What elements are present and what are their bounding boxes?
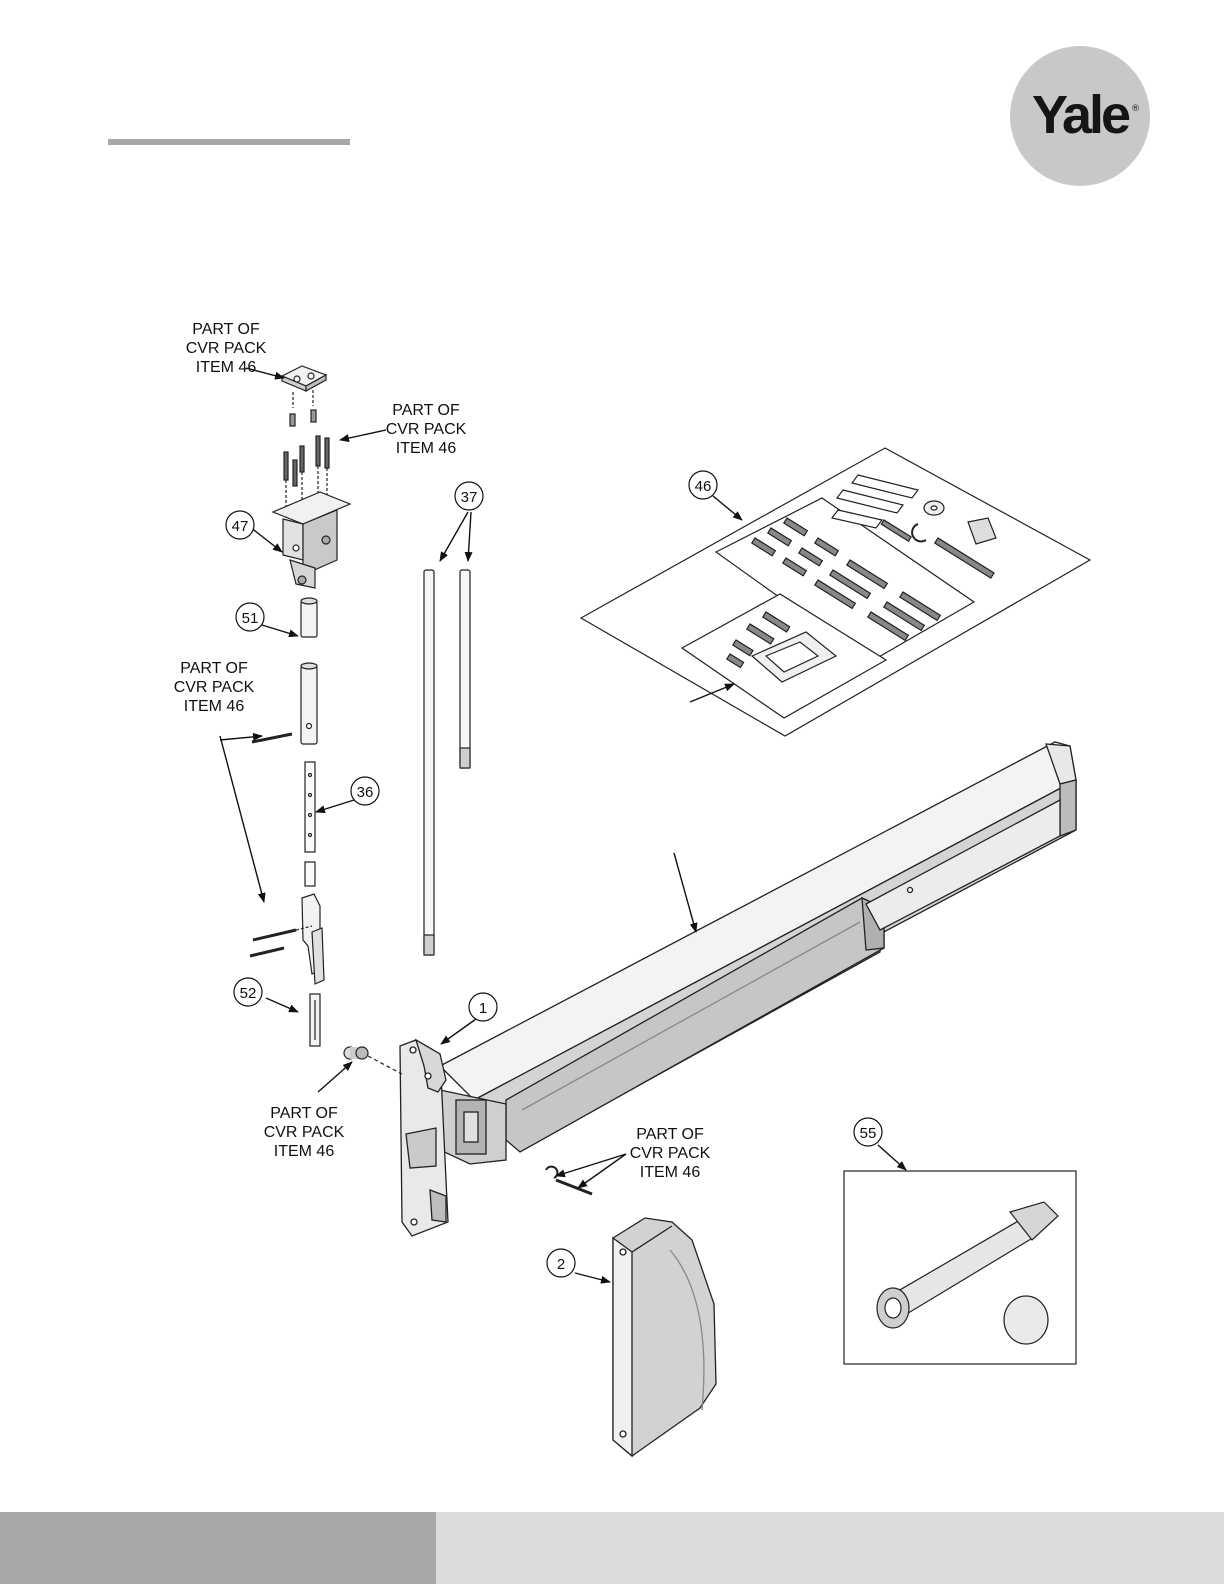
note-line-1: PART OF [270, 1105, 338, 1122]
callout-2: 2 [547, 1249, 575, 1277]
note-line-3: ITEM 46 [274, 1143, 335, 1160]
note-line-1: PART OF [192, 321, 260, 338]
note-line-3: ITEM 46 [640, 1164, 701, 1181]
callout-52: 52 [234, 978, 262, 1006]
callout-47: 47 [226, 511, 254, 539]
note-line-2: CVR PACK [264, 1124, 345, 1141]
note-line-2: CVR PACK [186, 340, 267, 357]
end-cap [613, 1218, 716, 1456]
callout-1: 1 [469, 993, 497, 1021]
callout-37-label: 37 [461, 489, 478, 506]
note-line-3: ITEM 46 [196, 359, 257, 376]
end-cap-screw [546, 1167, 592, 1194]
note-top-right: PART OF CVR PACK ITEM 46 [386, 402, 467, 457]
note-line-2: CVR PACK [630, 1145, 711, 1162]
note-top-left: PART OF CVR PACK ITEM 46 [186, 321, 267, 376]
callout-55: 55 [854, 1118, 882, 1146]
note-bottom-right: PART OF CVR PACK ITEM 46 [630, 1126, 711, 1181]
callout-46: 46 [689, 471, 717, 499]
note-line-3: ITEM 46 [184, 698, 245, 715]
top-latch-assembly [273, 366, 350, 588]
exit-device-bar [440, 742, 1076, 1164]
note-bottom-left: PART OF CVR PACK ITEM 46 [264, 1105, 345, 1160]
item-55-kit [844, 1171, 1076, 1364]
callout-47-label: 47 [232, 518, 249, 535]
callout-2-label: 2 [557, 1256, 565, 1273]
note-line-3: ITEM 46 [396, 440, 457, 457]
cvr-pack-sheet [581, 448, 1090, 736]
callout-36-label: 36 [357, 784, 374, 801]
vertical-rod-assembly [250, 598, 324, 1046]
callout-51: 51 [236, 603, 264, 631]
note-line-1: PART OF [392, 402, 460, 419]
callout-37: 37 [455, 482, 483, 510]
callout-36: 36 [351, 777, 379, 805]
footer-bar-left [0, 1512, 436, 1584]
callout-46-label: 46 [695, 478, 712, 495]
spacer-bushing [344, 1047, 402, 1074]
note-line-2: CVR PACK [386, 421, 467, 438]
long-rods [424, 570, 470, 955]
callout-55-label: 55 [860, 1125, 877, 1142]
note-line-1: PART OF [180, 660, 248, 677]
callout-52-label: 52 [240, 985, 257, 1002]
footer-bar-right [436, 1512, 1224, 1584]
note-middle-left: PART OF CVR PACK ITEM 46 [174, 660, 255, 715]
callout-1-label: 1 [479, 1000, 487, 1017]
mounting-chassis [400, 1040, 448, 1236]
callout-51-label: 51 [242, 610, 259, 627]
note-line-1: PART OF [636, 1126, 704, 1143]
note-line-2: CVR PACK [174, 679, 255, 696]
